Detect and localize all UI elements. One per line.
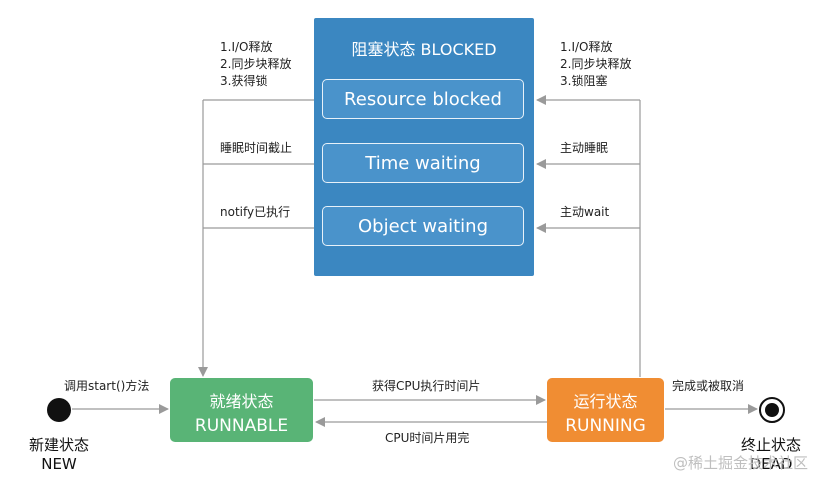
- dead-state-node-inner: [765, 403, 779, 417]
- new-state-en: NEW: [41, 455, 77, 473]
- left-label-time: 睡眠时间截止: [220, 141, 293, 155]
- left-label-resource-line: 1.I/O释放: [220, 40, 273, 54]
- runnable-state-zh: 就绪状态: [209, 392, 274, 411]
- running-state-zh: 运行状态: [573, 392, 638, 411]
- watermark: @稀土掘金技术社区: [672, 454, 808, 472]
- runnable-state-box: 就绪状态 RUNNABLE: [170, 378, 313, 442]
- new-state-node: [47, 398, 71, 422]
- substate-time-waiting: Time waiting: [322, 143, 524, 183]
- right-label-resource-line: 1.I/O释放: [560, 40, 613, 54]
- running-state-en: RUNNING: [565, 416, 646, 436]
- left-label-object: notify已执行: [220, 205, 291, 219]
- running-state-box: 运行状态 RUNNING: [547, 378, 664, 442]
- right-label-time: 主动睡眠: [560, 141, 609, 155]
- right-label-resource-line: 3.锁阻塞: [560, 74, 608, 88]
- edge-label-to-running: 获得CPU执行时间片: [372, 379, 481, 393]
- right-label-resource-line: 2.同步块释放: [560, 57, 632, 71]
- blocked-state-box: 阻塞状态 BLOCKED Resource blocked Time waiti…: [314, 18, 534, 276]
- new-state-caption: 新建状态 NEW: [20, 436, 98, 474]
- left-label-resource: 1.I/O释放 2.同步块释放 3.获得锁: [220, 39, 291, 90]
- runnable-state-en: RUNNABLE: [194, 416, 289, 436]
- substate-resource-blocked: Resource blocked: [322, 79, 524, 119]
- edge-label-start: 调用start()方法: [64, 379, 150, 393]
- edge-label-to-runnable: CPU时间片用完: [385, 431, 470, 445]
- right-label-resource: 1.I/O释放 2.同步块释放 3.锁阻塞: [560, 39, 631, 90]
- dead-state-caption: 终止状态 DEAD: [730, 436, 812, 474]
- new-state-zh: 新建状态: [28, 436, 89, 454]
- left-label-resource-line: 2.同步块释放: [220, 57, 292, 71]
- edge-label-finish: 完成或被取消: [672, 379, 745, 393]
- dead-state-zh: 终止状态: [740, 436, 801, 454]
- substate-object-waiting: Object waiting: [322, 206, 524, 246]
- dead-state-en: DEAD: [749, 455, 793, 473]
- right-label-object: 主动wait: [560, 205, 610, 219]
- left-label-resource-line: 3.获得锁: [220, 74, 268, 88]
- blocked-state-title: 阻塞状态 BLOCKED: [351, 40, 497, 59]
